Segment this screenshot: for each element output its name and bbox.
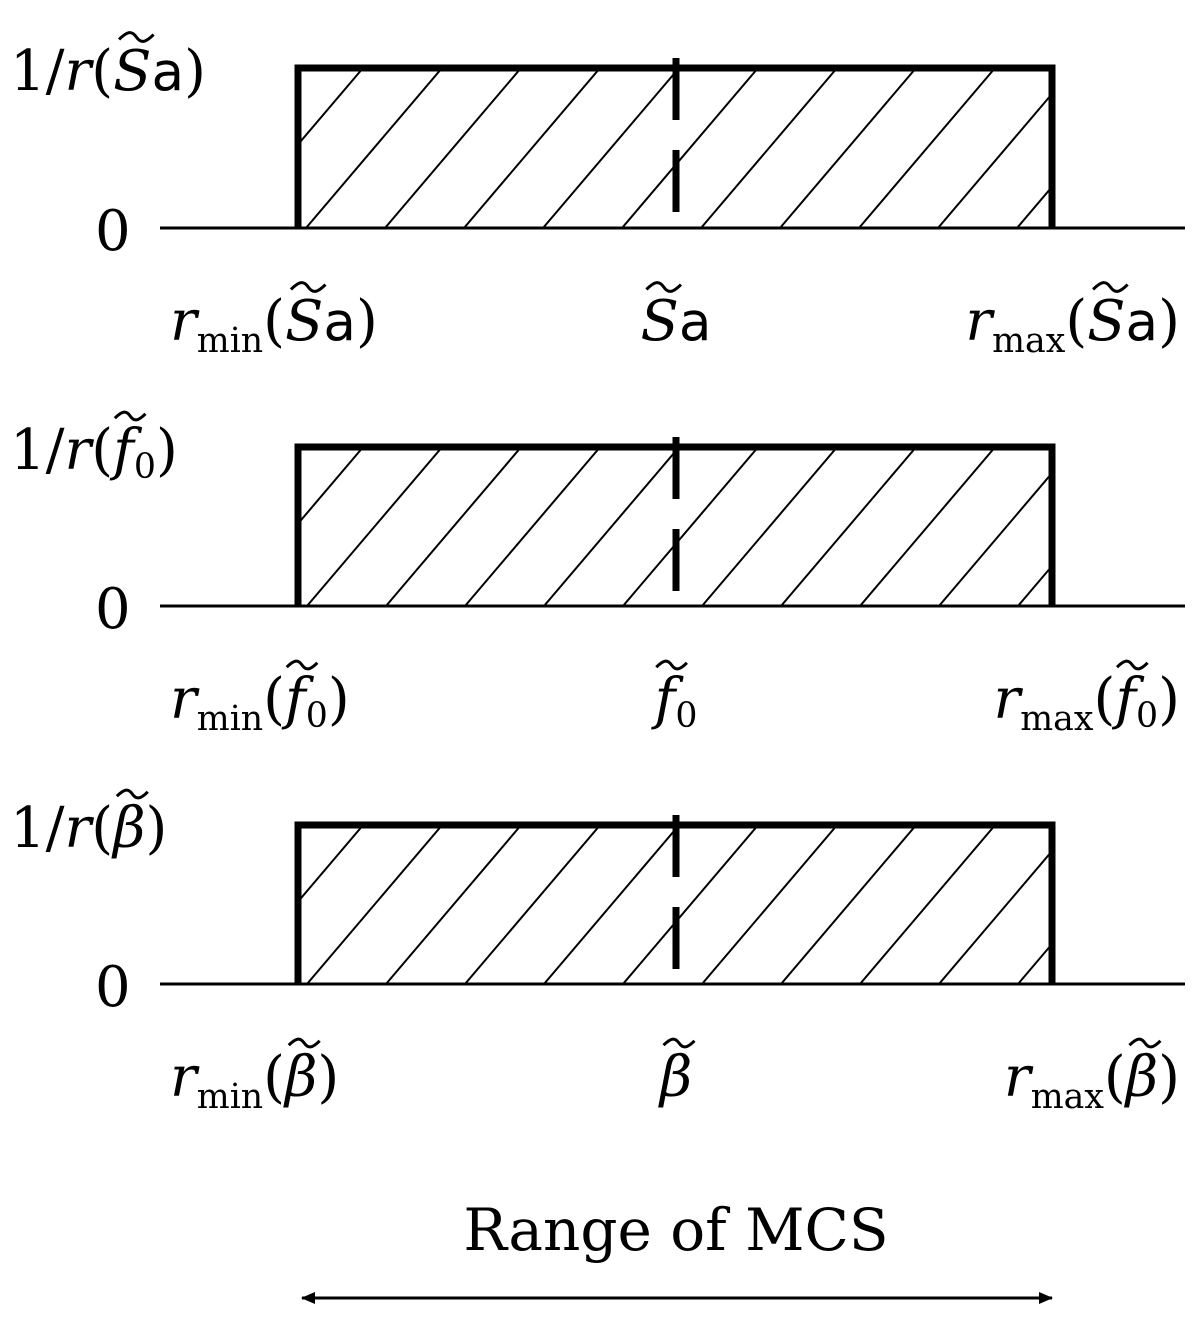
range-of-mcs-label: Range of MCS (463, 1196, 888, 1264)
hatch-line (780, 825, 917, 984)
hatch-line (464, 825, 601, 984)
symbol-subscript: 0 (1136, 696, 1158, 736)
hatch-line (1017, 564, 1052, 606)
hatch-line (543, 447, 680, 606)
y-zero-label: 0 (95, 199, 131, 264)
symbol: β (658, 1045, 692, 1110)
x-max-label: rmax(β) (1004, 1045, 1180, 1117)
x-min-label: rmin(β) (170, 1045, 339, 1117)
hatch-line (622, 825, 759, 984)
hatch-line (384, 68, 522, 228)
x-center-symbol: Sa (641, 289, 712, 354)
hatch-line (385, 825, 522, 984)
symbol-subscript: a (1126, 291, 1159, 353)
tilde-accent (115, 788, 149, 800)
hatch-line (464, 447, 601, 606)
hatch-line (859, 825, 996, 984)
hatch-fill (298, 68, 1052, 228)
x-min-label: rmin(Sa) (170, 289, 378, 361)
tilde-accent (113, 410, 147, 422)
y-top-label: 1/r(Sa) (10, 39, 206, 104)
y-zero-label: 0 (95, 577, 131, 642)
hatch-line (780, 447, 917, 606)
hatch-line (859, 447, 996, 606)
hatch-line (305, 68, 443, 228)
y-top-label: 1/r(β) (10, 796, 167, 861)
hatch-line (1017, 942, 1052, 984)
symbol-subscript: a (323, 291, 356, 353)
hatch-line (700, 68, 838, 228)
x-center-symbol: β (658, 1045, 692, 1110)
symbol: S (641, 289, 679, 354)
symbol: β (283, 1045, 317, 1110)
tilde-accent (1092, 281, 1129, 293)
tilde-accent (117, 31, 155, 43)
hatch-line (621, 68, 759, 228)
symbol: β (1124, 1045, 1158, 1110)
hatch-line (385, 447, 522, 606)
x-center-symbol: f0​ (651, 667, 698, 736)
hatch-fill (298, 447, 1052, 606)
symbol-subscript: 0 (134, 447, 156, 487)
symbol: S (113, 39, 151, 104)
hatch-line (463, 68, 601, 228)
tilde-accent (1128, 1037, 1162, 1049)
tilde-accent (289, 281, 327, 293)
hatch-line (701, 447, 838, 606)
symbol: β (111, 796, 145, 861)
symbol-subscript: 0 (306, 696, 328, 736)
hatch-line (298, 68, 364, 147)
tilde-accent (645, 281, 683, 293)
tilde-accent (662, 1037, 696, 1049)
hatch-line (1016, 185, 1052, 228)
tilde-accent (285, 659, 319, 671)
symbol: S (1087, 289, 1125, 354)
hatch-line (298, 825, 364, 904)
hatch-line (858, 68, 996, 228)
symbol-subscript: a (679, 291, 712, 353)
y-top-label: 1/r(f0​) (10, 418, 178, 487)
symbol: S (285, 289, 323, 354)
hatch-line (542, 68, 680, 228)
hatch-line (543, 825, 680, 984)
symbol-subscript: a (152, 41, 185, 103)
x-max-label: rmax(f0​) (993, 667, 1180, 739)
x-min-label: rmin(f0​) (170, 667, 350, 739)
hatch-line (306, 825, 443, 984)
x-max-label: rmax(Sa) (965, 289, 1180, 361)
tilde-accent (1115, 659, 1149, 671)
tilde-accent (655, 659, 688, 671)
hatch-line (622, 447, 759, 606)
y-zero-label: 0 (95, 955, 131, 1020)
tilde-accent (287, 1037, 321, 1049)
hatch-line (306, 447, 443, 606)
hatch-line (298, 447, 364, 526)
hatch-fill (149, 825, 1052, 984)
hatch-line (701, 825, 838, 984)
hatch-line (779, 68, 917, 228)
symbol-subscript: 0 (675, 696, 697, 736)
hatch-line (149, 825, 284, 984)
